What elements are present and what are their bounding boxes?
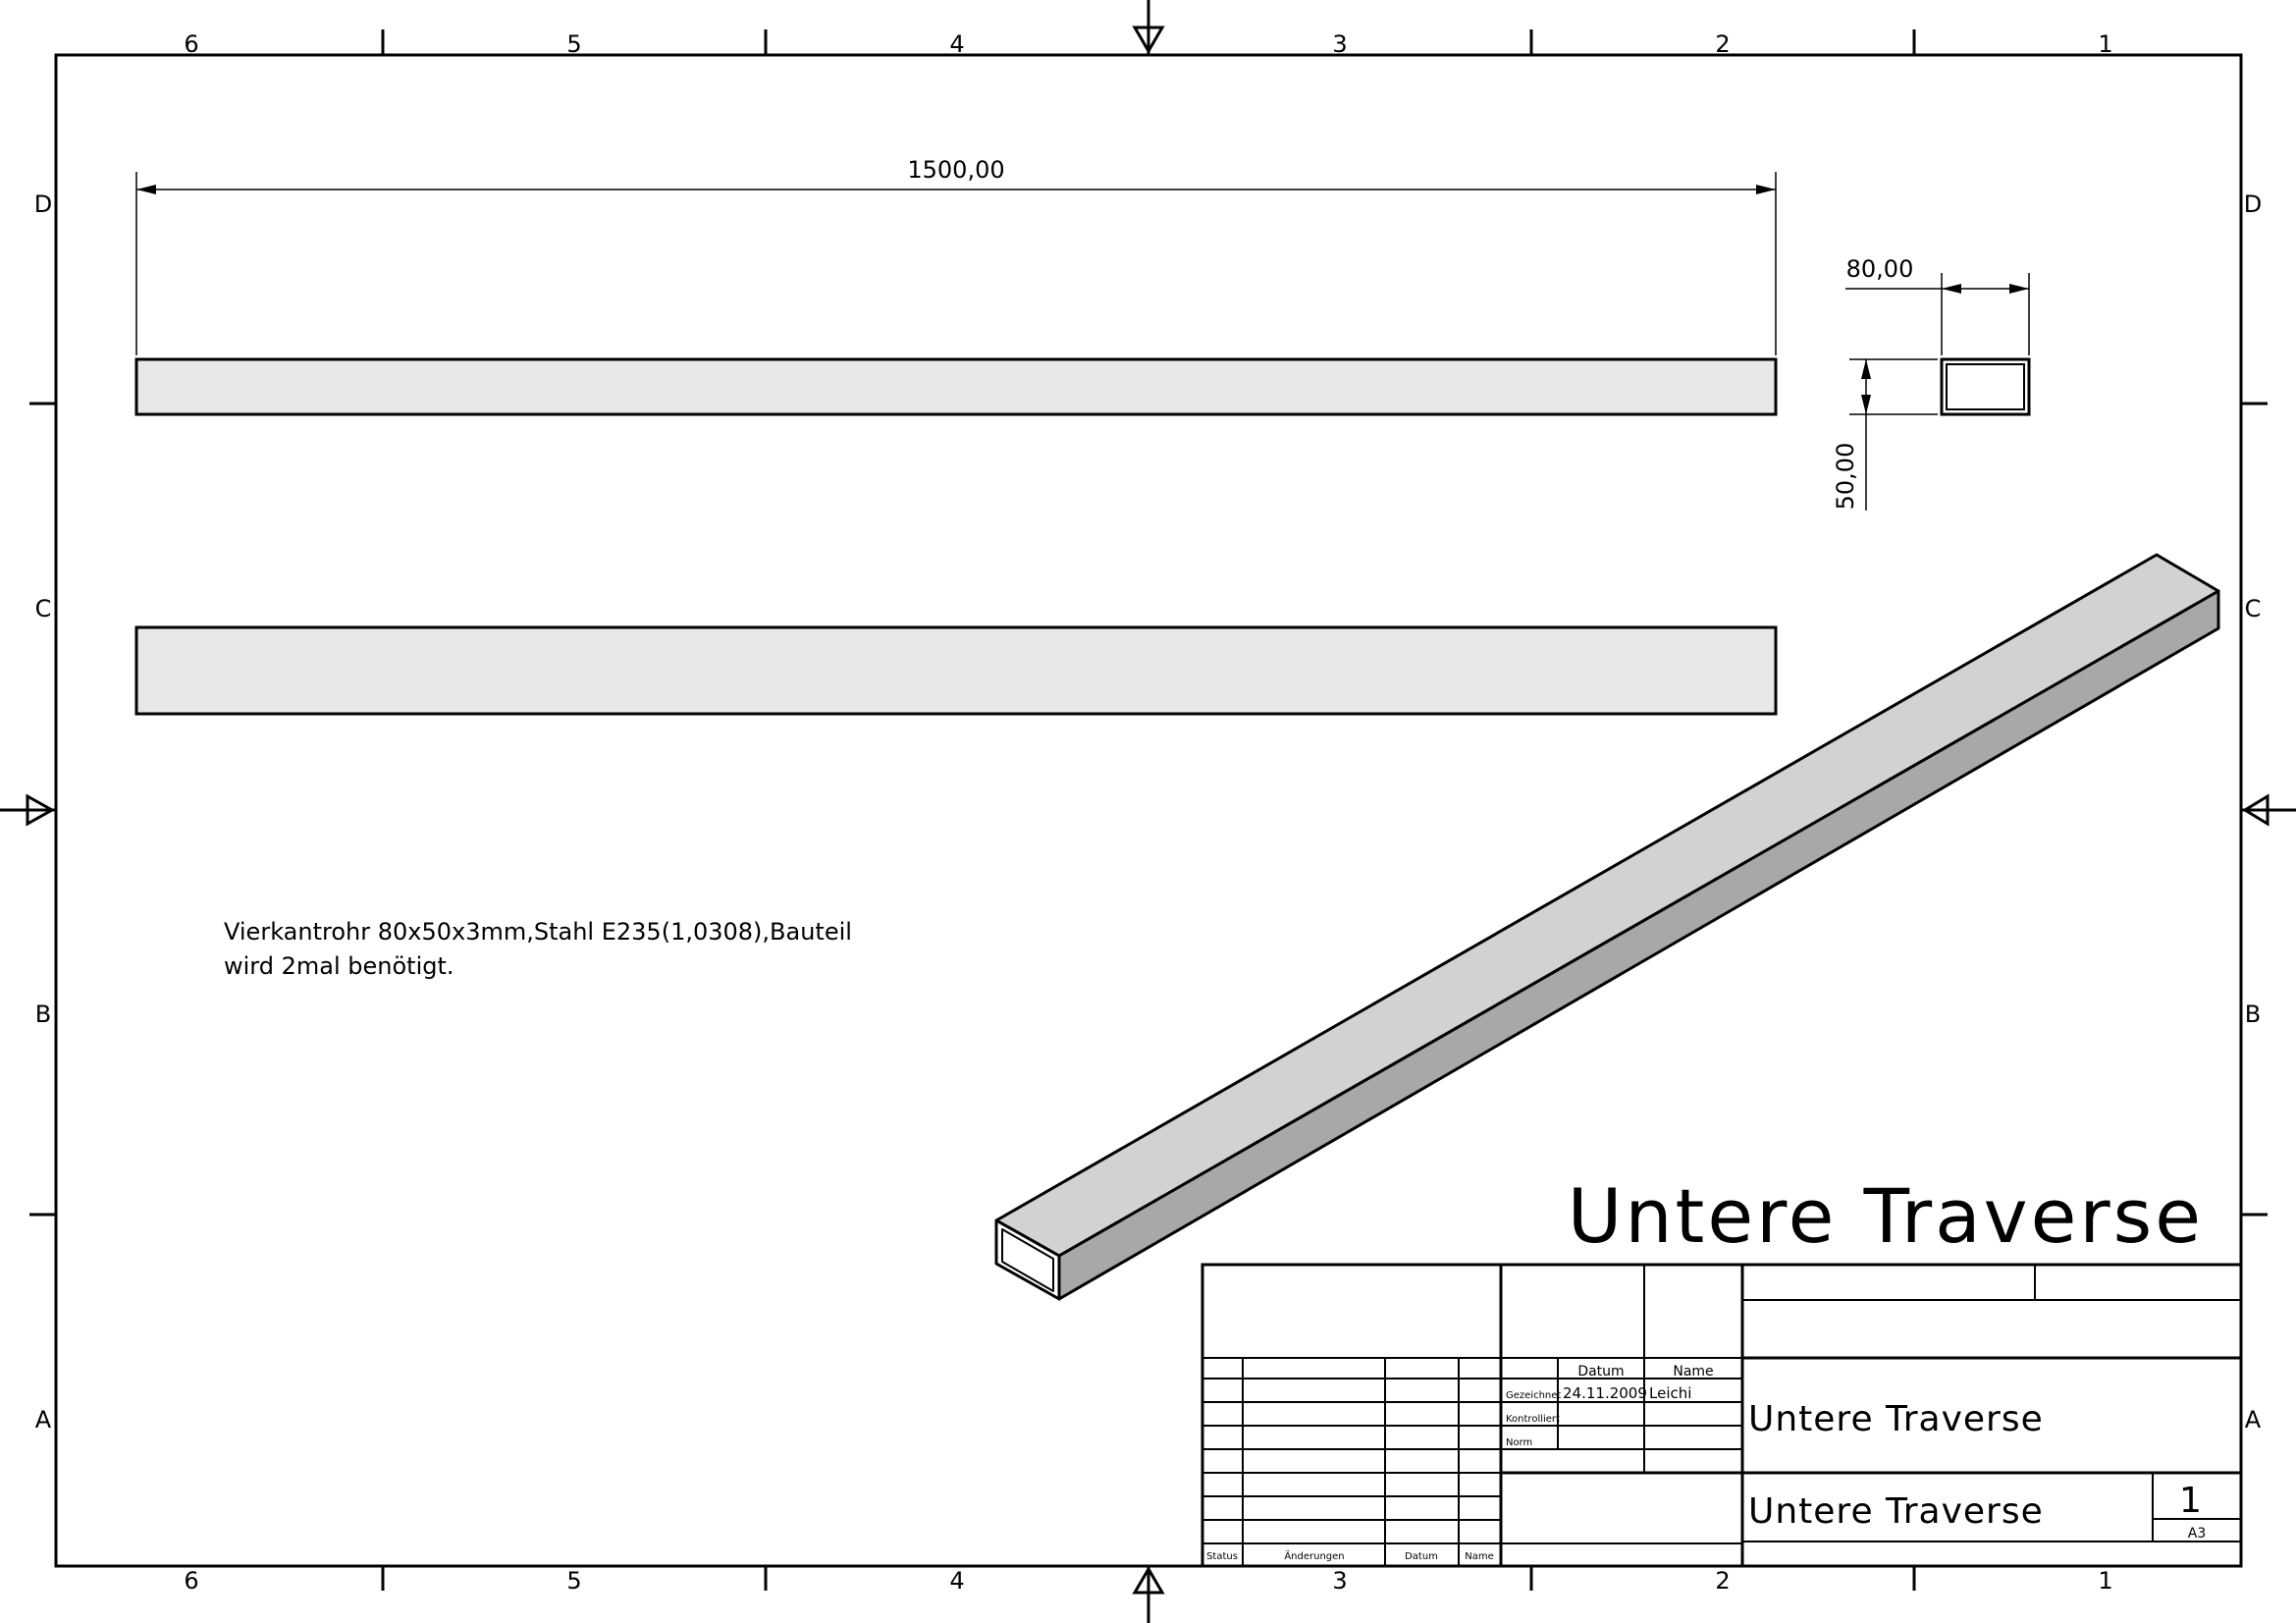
- front-view-body: [134, 357, 1778, 416]
- width-dimension: 80,00: [1846, 255, 1914, 283]
- iso-end-face: [994, 1218, 1061, 1301]
- front-view: 1500,00: [134, 156, 1778, 416]
- zone-col-top-1: 1: [2098, 30, 2112, 58]
- zone-row-left-a: A: [35, 1406, 52, 1434]
- part-note-line-1: Vierkantrohr 80x50x3mm,Stahl E235(1,0308…: [224, 918, 852, 946]
- zone-row-left-c: C: [35, 595, 52, 622]
- section-view: 80,00 50,00: [1832, 255, 2031, 511]
- section-inner: [1946, 363, 2025, 410]
- sheet-format: A3: [2188, 1526, 2206, 1542]
- zone-col-bottom-4: 4: [949, 1567, 964, 1595]
- sheet-number: 1: [2179, 1481, 2203, 1521]
- zone-col-bottom-6: 6: [184, 1567, 198, 1595]
- zone-col-top-4: 4: [949, 30, 964, 58]
- rev-datum: Datum: [1405, 1551, 1438, 1562]
- zone-labels: 6 5 4 3 2 1 6 5 4 3 2 1 D C B A D C B A: [34, 30, 2262, 1595]
- zone-col-bottom-5: 5: [566, 1567, 581, 1595]
- top-view-body: [134, 625, 1778, 716]
- zone-col-bottom-1: 1: [2098, 1567, 2112, 1595]
- zone-ticks: [29, 29, 2268, 1591]
- zone-row-left-b: B: [35, 1001, 51, 1028]
- zone-col-top-6: 6: [184, 30, 198, 58]
- zone-col-top-2: 2: [1715, 30, 1730, 58]
- label-norm: Norm: [1506, 1437, 1532, 1448]
- drawn-date: 24.11.2009: [1563, 1384, 1647, 1402]
- isometric-view: [994, 553, 2220, 1301]
- drawing-number: Untere Traverse: [1748, 1491, 2044, 1532]
- header-datum: Datum: [1577, 1364, 1624, 1380]
- rev-status: Status: [1206, 1551, 1238, 1562]
- drawn-by: Leichi: [1649, 1384, 1691, 1402]
- zone-row-left-d: D: [34, 190, 52, 218]
- title-block: [1201, 1263, 2243, 1568]
- zone-col-top-3: 3: [1332, 30, 1347, 58]
- iso-end-inner: [1001, 1228, 1054, 1292]
- label-gezeichnet: Gezeichnet: [1506, 1390, 1561, 1401]
- rev-aenderungen: Änderungen: [1284, 1549, 1344, 1562]
- zone-row-right-a: A: [2245, 1406, 2262, 1434]
- zone-row-right-b: B: [2245, 1001, 2261, 1028]
- benennung-title: Untere Traverse: [1748, 1399, 2044, 1439]
- drawing-title: Untere Traverse: [1568, 1172, 2204, 1260]
- zone-row-right-c: C: [2245, 595, 2262, 622]
- part-note-line-2: wird 2mal benötigt.: [224, 952, 454, 980]
- zone-col-bottom-2: 2: [1715, 1567, 1730, 1595]
- header-name: Name: [1673, 1364, 1713, 1380]
- section-outer: [1940, 357, 2031, 416]
- zone-col-bottom-3: 3: [1332, 1567, 1347, 1595]
- zone-col-top-5: 5: [566, 30, 581, 58]
- height-dimension: 50,00: [1832, 443, 1859, 511]
- length-dimension: 1500,00: [907, 156, 1004, 184]
- label-kontrolliert: Kontrolliert: [1506, 1414, 1560, 1425]
- rev-name: Name: [1465, 1551, 1494, 1562]
- zone-row-right-d: D: [2244, 190, 2262, 218]
